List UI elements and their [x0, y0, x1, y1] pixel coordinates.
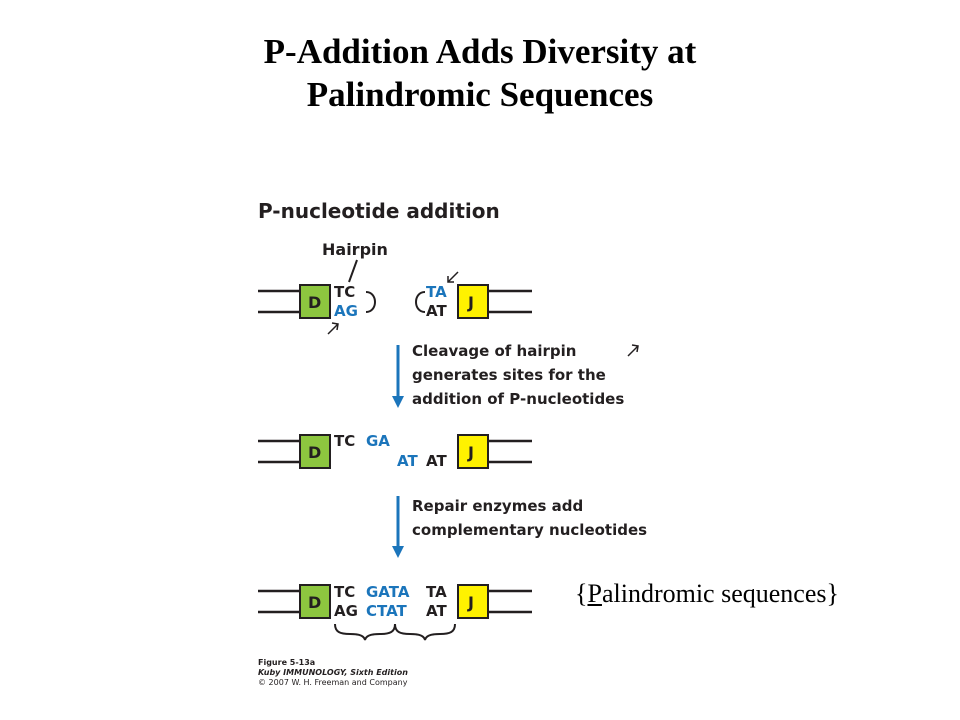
credit-figure-number: Figure 5-13a: [258, 658, 316, 667]
step-2-line-1: Repair enzymes add: [412, 497, 584, 515]
j-segment-box: [457, 284, 489, 319]
base-pair-bottom-left: AG: [334, 302, 358, 320]
cleaved-top-black: TC: [334, 432, 355, 450]
j-segment-box-3: [457, 584, 489, 619]
base-pair-top-left: TC: [334, 283, 355, 301]
annotation-rest: alindromic sequences}: [601, 579, 839, 608]
j-segment-box-2: [457, 434, 489, 469]
step-2-line-2: complementary nucleotides: [412, 521, 648, 539]
cleavage-arrow-icon: [627, 345, 639, 357]
hairpin-pointer-line: [348, 259, 358, 283]
figure-heading: P-nucleotide addition: [258, 199, 500, 223]
step-2-description: Repair enzymes add complementary nucleot…: [412, 494, 647, 542]
hairpin-loop-left: [365, 291, 376, 313]
arrow-down-left-icon: [447, 271, 459, 283]
hairpin-label: Hairpin: [322, 240, 388, 259]
row-hairpin: D TC AG TA AT J: [258, 271, 532, 335]
d-segment-box-2: [299, 434, 331, 469]
repaired-bottom-right: AT: [426, 602, 447, 620]
base-pair-bottom-right: AT: [426, 302, 447, 320]
palindrome-brace: [334, 623, 456, 641]
arrow-up-right-icon: [327, 323, 339, 335]
repaired-bottom-middle: CTAT: [366, 602, 408, 620]
base-pair-top-right: TA: [426, 283, 447, 301]
figure-credit: Figure 5-13a Kuby IMMUNOLOGY, Sixth Edit…: [258, 658, 408, 688]
d-segment-label-3: D: [308, 593, 321, 612]
j-segment-label-2: J: [467, 443, 474, 462]
step-1-description: Cleavage of hairpin generates sites for …: [412, 339, 624, 411]
annotation-p: P: [587, 579, 602, 608]
cleaved-bottom-black: AT: [426, 452, 447, 470]
slide-title: P-Addition Adds Diversity at Palindromic…: [0, 30, 960, 116]
repaired-top-right: TA: [426, 583, 447, 601]
j-segment-label: J: [467, 293, 474, 312]
d-segment-box: [299, 284, 331, 319]
d-segment-label-2: D: [308, 443, 321, 462]
slide-title-line-2: Palindromic Sequences: [306, 75, 654, 114]
row-repaired: D TC GATA TA AG CTAT AT J: [258, 583, 532, 641]
arrow-down-left-head: [447, 276, 454, 283]
slide-title-line-1: P-Addition Adds Diversity at: [263, 32, 697, 71]
arrow-up-right-head: [331, 322, 339, 331]
d-segment-box-3: [299, 584, 331, 619]
repaired-top-left: TC: [334, 583, 355, 601]
cleavage-arrow-head: [631, 344, 639, 353]
cleaved-bottom-blue: AT: [397, 452, 418, 470]
d-segment-label: D: [308, 293, 321, 312]
repaired-bottom-left: AG: [334, 602, 358, 620]
hairpin-loop-right: [415, 291, 426, 313]
cleaved-top-blue: GA: [366, 432, 390, 450]
credit-book: Kuby IMMUNOLOGY, Sixth Edition: [258, 668, 408, 677]
annotation-open-brace: {: [575, 579, 588, 608]
step-1-line-2: generates sites for the: [412, 366, 606, 384]
row-cleaved: D TC GA AT AT J: [258, 432, 532, 470]
step-1-line-3: addition of P-nucleotides: [412, 390, 625, 408]
j-segment-label-3: J: [467, 593, 474, 612]
step-1-line-1: Cleavage of hairpin: [412, 342, 577, 360]
repaired-top-middle: GATA: [366, 583, 410, 601]
palindromic-annotation: {Palindromic sequences}: [575, 579, 839, 609]
credit-copyright: © 2007 W. H. Freeman and Company: [258, 678, 408, 687]
